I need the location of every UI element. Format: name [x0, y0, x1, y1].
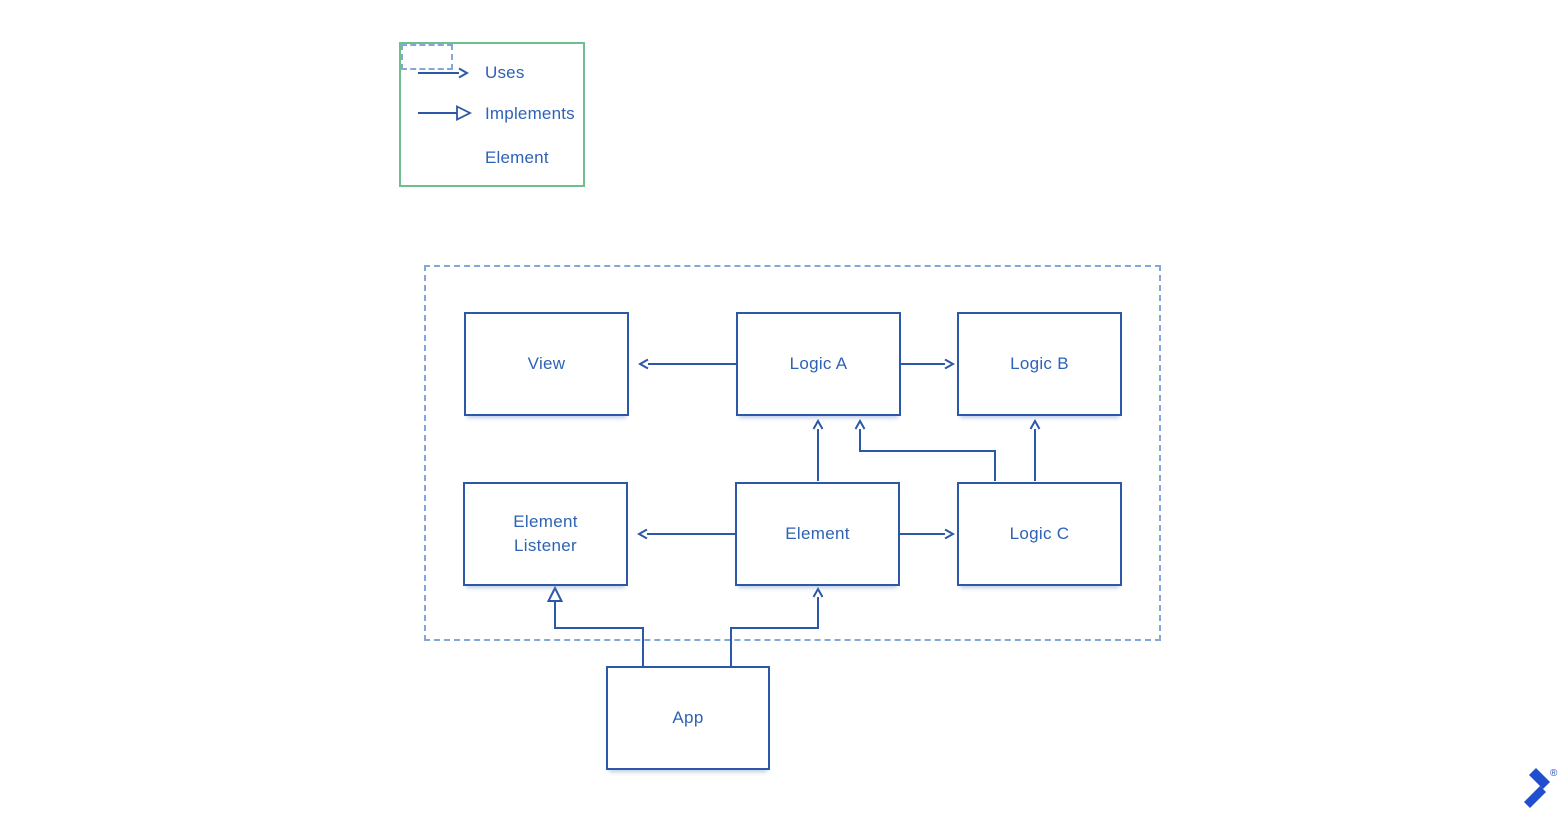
node-label: Element Listener: [513, 512, 578, 555]
node-app: App: [606, 666, 770, 770]
registered-trademark: ®: [1550, 768, 1558, 779]
node-label: Element: [785, 524, 850, 543]
implements-arrow-icon: [418, 105, 473, 121]
node-label: App: [672, 708, 704, 727]
node-label: Logic A: [789, 354, 848, 373]
node-logic-a: Logic A: [736, 312, 901, 416]
element-box-icon: [401, 44, 453, 70]
node-element-listener: Element Listener: [463, 482, 628, 586]
uses-arrow-icon: [418, 67, 471, 79]
node-element: Element: [735, 482, 900, 586]
legend-label-element: Element: [485, 148, 549, 167]
legend: Uses Implements Element: [399, 42, 585, 187]
toptal-logo-mark: [1524, 768, 1550, 808]
node-logic-c: Logic C: [957, 482, 1122, 586]
node-view: View: [464, 312, 629, 416]
toptal-logo: ®: [1522, 768, 1560, 818]
legend-label-implements: Implements: [485, 104, 575, 123]
node-label: Logic C: [1009, 524, 1070, 543]
node-logic-b: Logic B: [957, 312, 1122, 416]
node-label: Logic B: [1010, 354, 1069, 373]
legend-label-uses: Uses: [485, 63, 525, 82]
node-label: View: [527, 354, 566, 373]
